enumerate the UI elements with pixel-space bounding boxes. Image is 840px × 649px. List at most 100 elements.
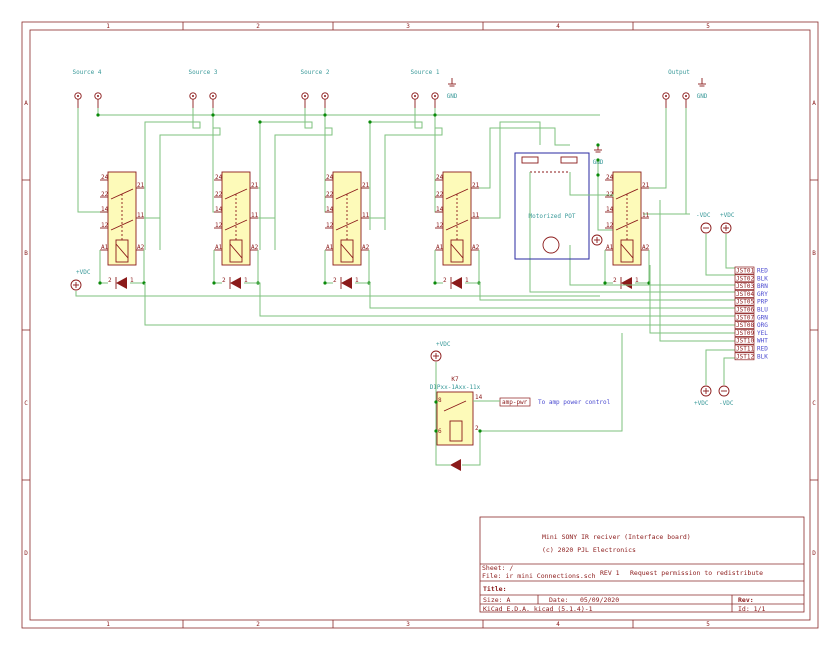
connector-pin-ref: JST10 xyxy=(736,338,754,345)
relay-pin-label: A1 xyxy=(606,244,614,251)
wire xyxy=(723,357,735,385)
power-plus-icon xyxy=(700,385,712,397)
wire xyxy=(471,121,541,219)
row-label-left: A xyxy=(24,100,28,107)
row-label-right: D xyxy=(812,550,816,557)
diode-pin: 2 xyxy=(108,277,112,284)
vdc-label: -VDC xyxy=(696,212,711,219)
wire xyxy=(99,250,108,284)
connector-pin-ref: JST12 xyxy=(736,353,754,360)
title-block xyxy=(479,516,805,613)
relay-coil-icon xyxy=(229,243,243,259)
junction-dot xyxy=(596,173,600,177)
motorized-pot-label: Motorized POT xyxy=(529,213,576,220)
connector-pin-ref: JST06 xyxy=(736,307,754,314)
relay-pin-label: 11 xyxy=(362,212,370,219)
diode-pin: 1 xyxy=(130,277,134,284)
wire xyxy=(725,234,735,269)
rca-jack-center xyxy=(192,95,194,97)
net-label-box xyxy=(499,397,531,407)
connector-wire-color: GRN xyxy=(757,314,768,321)
relay-pin-label: 24 xyxy=(326,174,334,181)
relay-pin-label: 22 xyxy=(215,191,223,198)
wire xyxy=(159,108,221,250)
wire xyxy=(434,250,443,284)
size-label: Size: A xyxy=(483,596,510,604)
relay-pin-label: 22 xyxy=(436,191,444,198)
connector-pin-ref: JST07 xyxy=(736,314,754,321)
junction-dot xyxy=(596,158,600,162)
rev-note: REV 1 xyxy=(600,569,620,577)
connector-pin-ref: JST11 xyxy=(736,346,754,353)
relay-switch-arm xyxy=(445,219,469,231)
connector-pin-ref: JST09 xyxy=(736,330,754,337)
k7-ref: K7 xyxy=(451,376,459,383)
connector-wire-color: RED xyxy=(757,268,768,275)
relay-pin-label: 21 xyxy=(251,182,259,189)
relay-coil-icon xyxy=(449,420,463,442)
relay-pin-label: 11 xyxy=(137,212,145,219)
power-plus-icon xyxy=(70,279,82,291)
rev-label: Rev: xyxy=(738,596,754,604)
relay-k7-body xyxy=(436,391,474,446)
vdc-label: +VDC xyxy=(694,400,709,407)
diode-pin: 2 xyxy=(443,277,447,284)
relay-coil-icon xyxy=(229,239,243,263)
row-label-right: C xyxy=(812,400,816,407)
source-label-4: Output xyxy=(668,69,690,76)
relay-switch-arm xyxy=(615,219,639,231)
k7-part: DIPxx-1Axx-11x xyxy=(430,384,481,391)
connector-pin-box xyxy=(734,321,755,329)
permission-note: Request permission to redistribute xyxy=(630,569,763,577)
column-label-top: 5 xyxy=(706,23,710,30)
relay-coil-icon xyxy=(450,243,464,259)
wire xyxy=(250,282,735,317)
relay-coil-icon xyxy=(620,243,634,259)
relay-pin-label: 22 xyxy=(326,191,334,198)
wire xyxy=(434,128,443,213)
wire xyxy=(597,160,613,231)
connector-pin-ref: JST03 xyxy=(736,283,754,290)
relay-switch-arm xyxy=(443,400,467,412)
wire xyxy=(77,108,108,213)
relay-pin-label: 22 xyxy=(101,191,109,198)
diode-pin: 1 xyxy=(465,277,469,284)
net-label-amp-pwr: amp-pwr xyxy=(502,399,528,406)
wire xyxy=(705,234,735,276)
junction-dot xyxy=(433,281,437,285)
source-label-2: Source 2 xyxy=(301,69,330,76)
connector-pin-box xyxy=(734,282,755,290)
relay-pin-label: 24 xyxy=(606,174,614,181)
source-label-1: Source 3 xyxy=(189,69,218,76)
diode-icon xyxy=(451,277,462,289)
junction-dot xyxy=(368,120,372,124)
relay-pin-label: 24 xyxy=(436,174,444,181)
connector-pin-box xyxy=(734,344,755,353)
relay-coil-icon xyxy=(620,239,634,263)
row-label-left: B xyxy=(24,250,28,257)
row-label-left: C xyxy=(24,400,28,407)
connector-pin-ref: JST02 xyxy=(736,275,754,282)
connector-pin-ref: JST01 xyxy=(736,268,754,275)
relay-pin-label: 11 xyxy=(251,212,259,219)
relay-coil-icon xyxy=(340,239,354,263)
relay-pin-label: 11 xyxy=(472,212,480,219)
inner-border xyxy=(29,29,811,621)
connector-pin-box xyxy=(734,352,755,361)
wire xyxy=(471,127,570,189)
column-label-bottom: 2 xyxy=(256,621,260,628)
relay-pin-label: 14 xyxy=(436,206,444,213)
motorized-pot-box xyxy=(514,152,590,260)
motor-icon xyxy=(542,236,560,254)
date-label: Date: xyxy=(549,596,569,604)
relay-pin-label: 14 xyxy=(101,206,109,213)
junction-dot xyxy=(258,120,262,124)
title-label: Title: xyxy=(483,585,506,593)
junction-dot xyxy=(434,400,438,404)
rca-jack-center xyxy=(414,95,416,97)
connector-pin-box xyxy=(734,290,755,298)
relay-coil-icon xyxy=(340,243,354,259)
